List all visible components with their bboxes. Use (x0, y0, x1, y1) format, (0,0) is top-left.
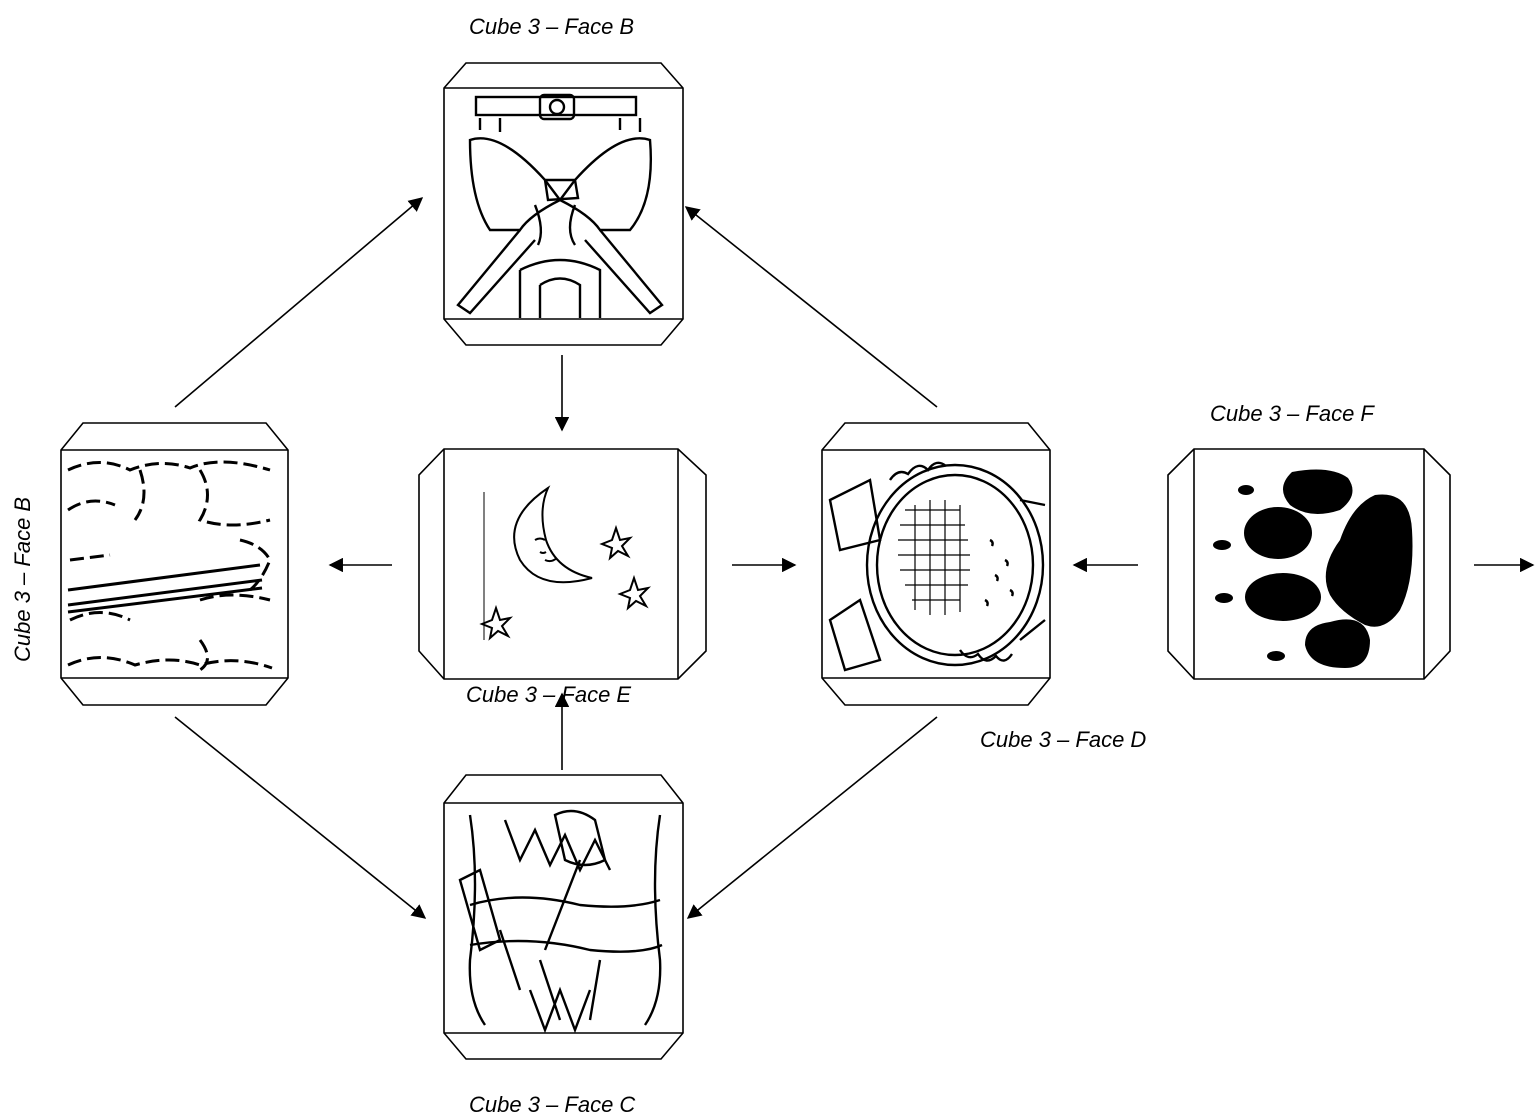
moon-and-stars-drawing (479, 485, 652, 641)
far-right-face (1167, 448, 1451, 680)
label-far-right-face: Cube 3 – Face F (1210, 401, 1374, 426)
belt-buckle-drawing (456, 93, 664, 318)
label-center-face: Cube 3 – Face E (466, 682, 632, 707)
label-right-face: Cube 3 – Face D (980, 727, 1147, 752)
bottom-face (443, 774, 684, 1060)
arrow-left-to-bottom (174, 716, 427, 919)
paw-print (1213, 469, 1413, 668)
arms-crossed-holding-axe-drawing (458, 809, 663, 1034)
label-top-face: Cube 3 – Face B (469, 14, 635, 39)
left-face (60, 422, 289, 706)
arrows (174, 197, 1535, 919)
label-left-face: Cube 3 – Face B (10, 496, 35, 662)
arrow-right-to-top (684, 206, 938, 408)
drum-with-beads-drawing (828, 461, 1046, 672)
label-bottom-face: Cube 3 – Face C (469, 1092, 636, 1117)
arrow-left-to-top (174, 197, 424, 408)
arrow-right-to-bottom (686, 716, 938, 919)
stick-drawing (67, 563, 263, 614)
center-face (418, 448, 707, 680)
right-face (821, 422, 1051, 706)
fur-and-stick-drawing (67, 460, 273, 672)
top-face (443, 62, 684, 346)
